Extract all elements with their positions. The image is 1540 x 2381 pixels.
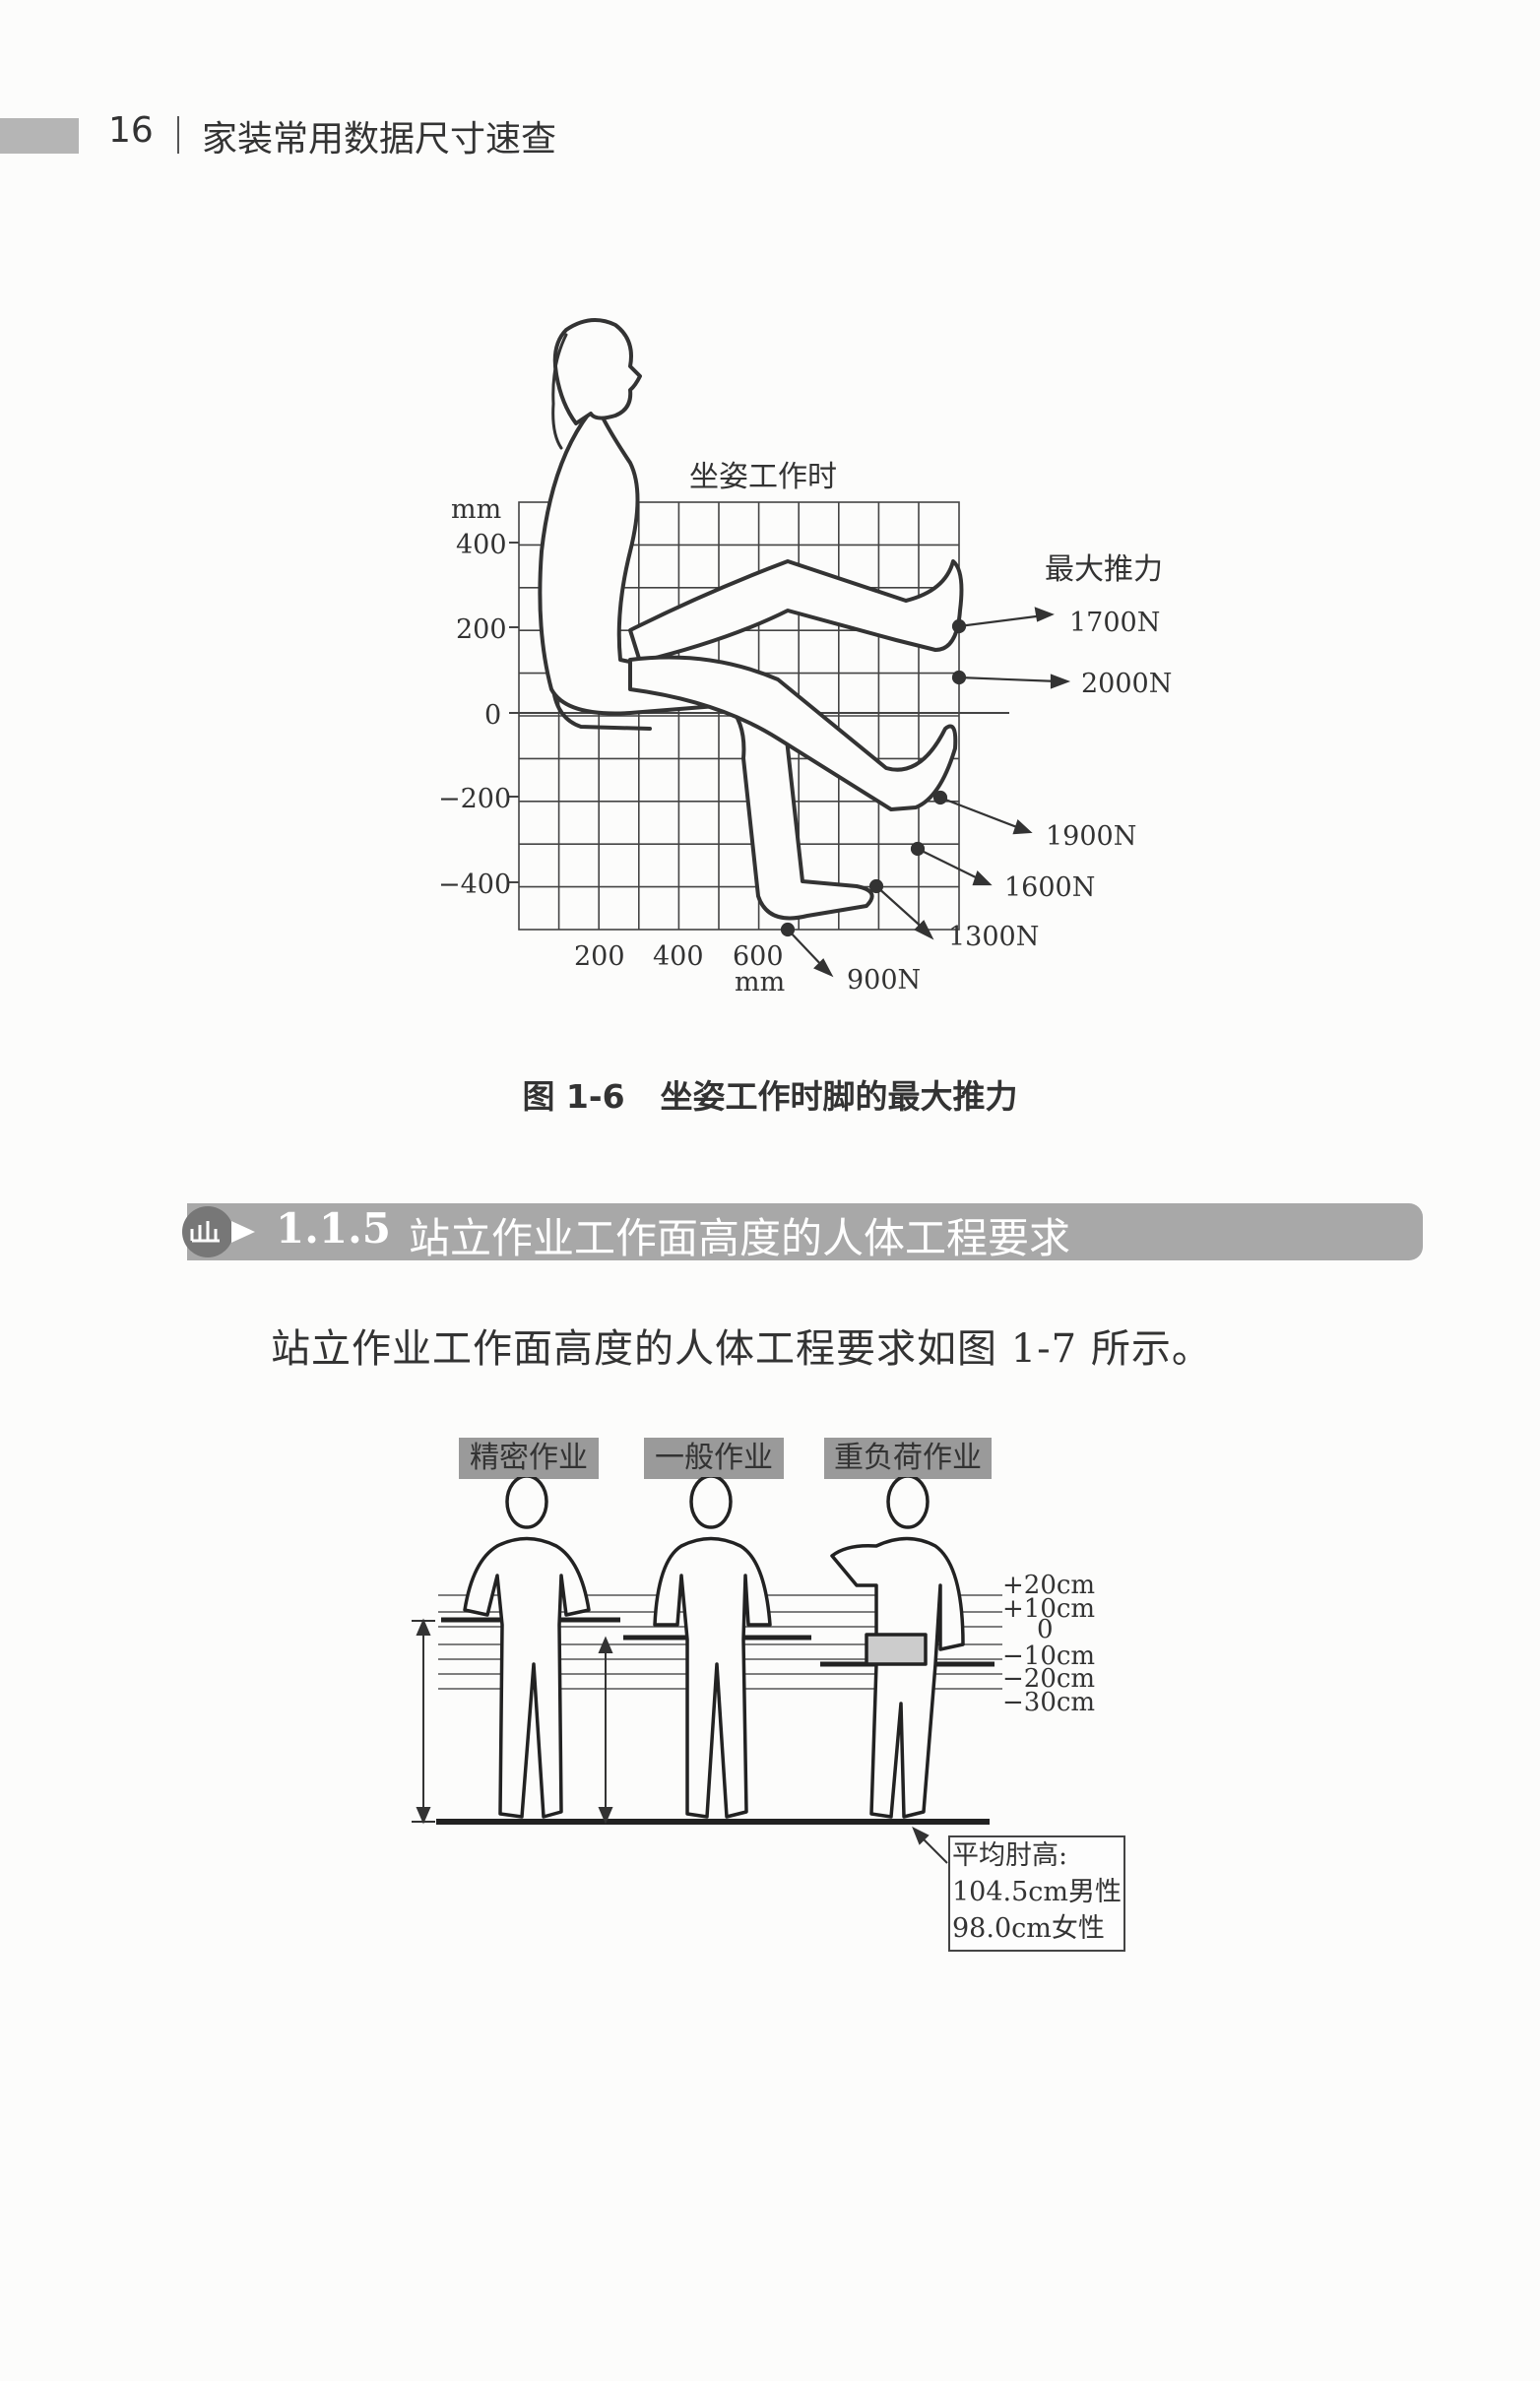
y-tick: −200 (438, 784, 511, 814)
x-unit: mm (735, 967, 785, 997)
level-label: +20cm (1002, 1571, 1095, 1600)
tag-heavy-work: 重负荷作业 (824, 1438, 992, 1479)
x-tick: 400 (653, 941, 704, 972)
level-label: 0 (1037, 1615, 1054, 1644)
force-label: 1700N (1069, 608, 1160, 638)
x-tick: 600 (733, 941, 784, 972)
page-number: 16 (108, 110, 154, 151)
figure-caption: 图 1-6 坐姿工作时脚的最大推力 (0, 1070, 1540, 1118)
y-tick: −400 (438, 869, 511, 900)
caption-text: 坐姿工作时脚的最大推力 (660, 1077, 1018, 1116)
y-tick: 400 (456, 530, 507, 560)
force-label: 900N (847, 965, 921, 996)
section-number: 1.1.5 (276, 1204, 391, 1253)
elbow-title: 平均肘高: (952, 1840, 1068, 1871)
tag-precision-work: 精密作业 (459, 1438, 599, 1479)
header-divider (177, 116, 179, 154)
figure-heading: 坐姿工作时 (689, 460, 837, 494)
section-title: 站立作业工作面高度的人体工程要求 (409, 1214, 1071, 1262)
header-bar (0, 118, 79, 154)
x-tick: 200 (574, 941, 625, 972)
average-elbow-height-note: 平均肘高: 104.5cm男性 98.0cm女性 (948, 1835, 1125, 1952)
figure-1-6: mm 400 200 0 −200 −400 200 400 600 mm 坐姿… (438, 318, 1172, 997)
figure-1-7: +20cm +10cm 0 −10cm −20cm −30cm (412, 1477, 1095, 1864)
level-label: +10cm (1002, 1594, 1095, 1624)
section-mountain-icon (182, 1206, 255, 1257)
level-label: −30cm (1002, 1688, 1095, 1717)
section-heading-bar (187, 1203, 1423, 1260)
caption-number: 图 1-6 (522, 1077, 625, 1116)
y-unit: mm (451, 494, 501, 525)
force-label: 1300N (948, 922, 1039, 952)
seated-person-illustration (538, 318, 964, 921)
y-tick: 200 (456, 614, 507, 645)
max-force-title: 最大推力 (1045, 552, 1163, 587)
elbow-female: 98.0cm女性 (952, 1913, 1105, 1944)
standing-people-illustration (463, 1477, 965, 1819)
elbow-male: 104.5cm男性 (952, 1877, 1123, 1907)
force-label: 2000N (1081, 669, 1172, 699)
level-label: −10cm (1002, 1641, 1095, 1671)
level-label: −20cm (1002, 1664, 1095, 1694)
book-title: 家装常用数据尺寸速查 (202, 119, 557, 160)
body-paragraph: 站立作业工作面高度的人体工程要求如图 1-7 所示。 (271, 1326, 1212, 1372)
tag-general-work: 一般作业 (644, 1438, 784, 1479)
force-label: 1600N (1004, 872, 1095, 903)
y-tick: 0 (484, 700, 501, 731)
force-label: 1900N (1046, 821, 1136, 852)
force-arrows (780, 607, 1071, 978)
